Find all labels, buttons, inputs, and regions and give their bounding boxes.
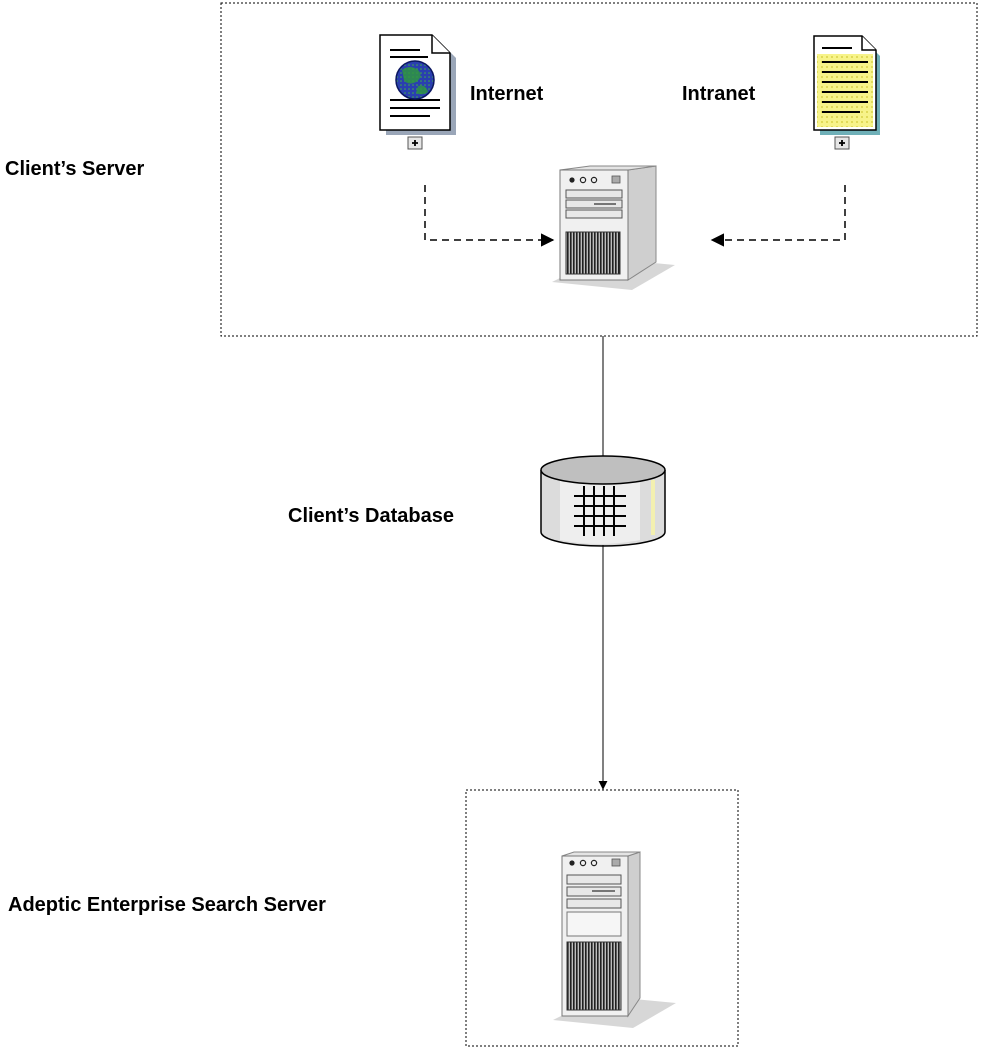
client-server-icon <box>552 165 675 290</box>
search-server-label: Adeptic Enterprise Search Server <box>8 894 326 916</box>
clients-server-boundary <box>220 2 978 337</box>
clients-database-label: Client’s Database <box>288 505 454 527</box>
search-server-icon <box>553 851 676 1028</box>
grid-icon <box>574 486 626 536</box>
internet-label: Internet <box>470 83 544 105</box>
database-icon <box>540 455 666 547</box>
internet-document-icon <box>379 34 456 150</box>
search-server-boundary <box>465 789 739 1047</box>
internet-to-server-arrow <box>424 185 555 247</box>
clients-server-label: Client’s Server <box>5 158 145 180</box>
intranet-document-icon <box>813 35 880 150</box>
intranet-label: Intranet <box>682 83 756 105</box>
intranet-to-server-arrow <box>710 185 846 247</box>
